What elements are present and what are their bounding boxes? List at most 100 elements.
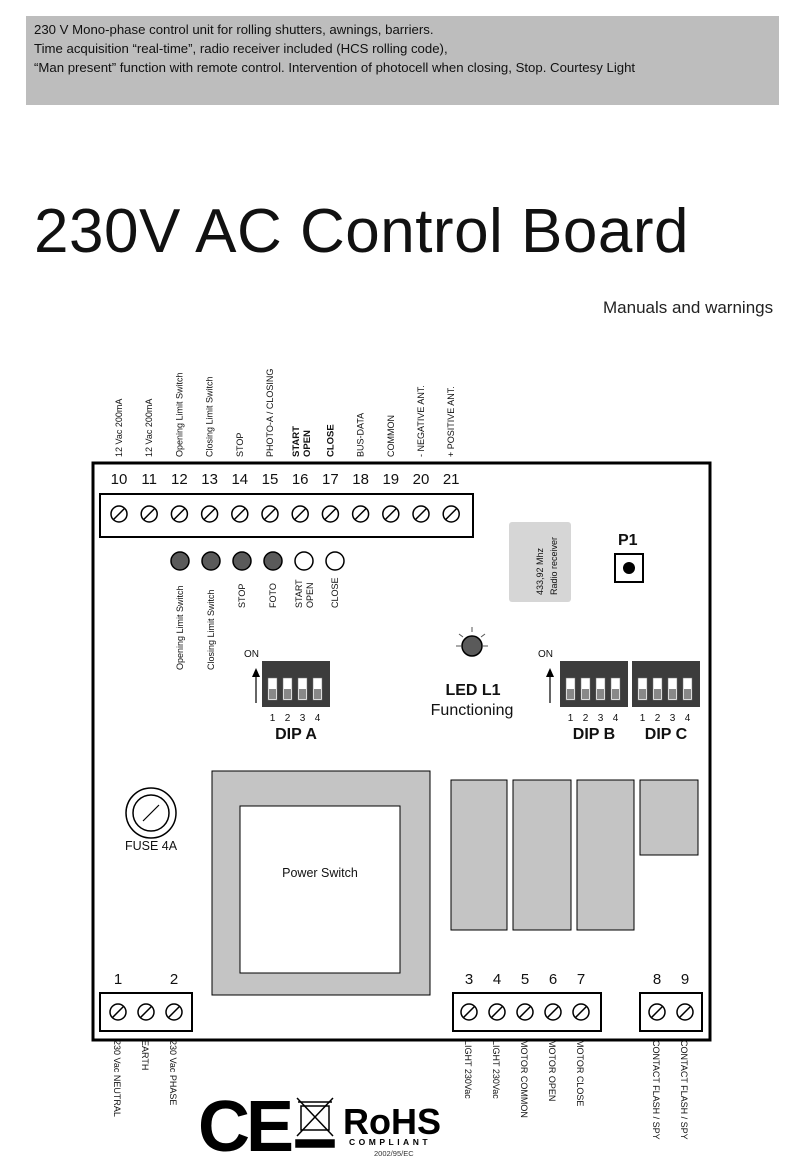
led-label: FOTO bbox=[268, 583, 278, 608]
terminal-number: 19 bbox=[382, 471, 399, 488]
terminal-number: 15 bbox=[262, 471, 279, 488]
header-line-3: “Man present” function with remote contr… bbox=[34, 60, 636, 75]
status-led bbox=[294, 551, 314, 571]
status-led bbox=[170, 551, 190, 571]
relay-4 bbox=[639, 779, 699, 856]
dip-toggle bbox=[639, 689, 646, 699]
terminal-label: Opening Limit Switch bbox=[174, 372, 184, 457]
terminal-number: 21 bbox=[443, 471, 460, 488]
status-led bbox=[201, 551, 221, 571]
dip-number: 4 bbox=[315, 713, 321, 724]
terminal-number: 18 bbox=[352, 471, 369, 488]
dip-number: 4 bbox=[613, 713, 619, 724]
bottom-terminal-number: 4 bbox=[493, 971, 501, 988]
power-switch-label: Power Switch bbox=[282, 866, 358, 880]
dip-toggle bbox=[284, 689, 291, 699]
dip-toggle bbox=[582, 689, 589, 699]
relays bbox=[450, 779, 699, 931]
page-subtitle: Manuals and warnings bbox=[603, 298, 774, 317]
bottom-terminal-label: LIGHT 230Vac bbox=[491, 1040, 501, 1099]
bottom-terminal-screw bbox=[676, 1003, 694, 1021]
bottom-terminal-number: 3 bbox=[465, 971, 473, 988]
radio-frequency: 433,92 Mhz bbox=[535, 547, 545, 595]
terminal-screw bbox=[140, 505, 158, 523]
relay-3 bbox=[576, 779, 635, 931]
terminal-screw bbox=[412, 505, 430, 523]
terminal-screw bbox=[261, 505, 279, 523]
terminal-screw bbox=[110, 505, 128, 523]
terminal-label: 12 Vac 200mA bbox=[114, 399, 124, 457]
bottom-terminal-screw bbox=[572, 1003, 590, 1021]
rohs-compliant: COMPLIANT bbox=[349, 1137, 431, 1147]
led-label: Closing Limit Switch bbox=[206, 589, 216, 670]
terminal-screw bbox=[351, 505, 370, 523]
dip-on-label: ON bbox=[244, 649, 259, 660]
terminal-label-2: OPEN bbox=[302, 430, 313, 457]
p1-label: P1 bbox=[618, 532, 638, 549]
terminal-number: 12 bbox=[171, 471, 188, 488]
bottom-terminal-number: 5 bbox=[521, 971, 529, 988]
terminal-screw bbox=[382, 505, 400, 523]
bottom-terminal-number: 8 bbox=[653, 971, 661, 988]
radio-receiver bbox=[509, 522, 571, 602]
radio-label: Radio receiver bbox=[549, 537, 559, 595]
led-label: START bbox=[294, 579, 304, 608]
terminal-label: BUS-DATA bbox=[356, 413, 366, 457]
terminal-label: START bbox=[291, 426, 302, 457]
bottom-terminal-label: CONTACT FLASH / SPY bbox=[679, 1040, 689, 1140]
bottom-terminal-screw bbox=[460, 1003, 478, 1021]
dip-name: DIP A bbox=[275, 726, 317, 743]
p1-button-knob bbox=[623, 562, 635, 574]
ce-logo: CE bbox=[198, 1087, 296, 1167]
dip-name: DIP C bbox=[645, 726, 688, 743]
status-led bbox=[263, 551, 283, 571]
ce-mark: CE bbox=[198, 1087, 292, 1167]
status-led bbox=[325, 551, 345, 571]
fuse-label: FUSE 4A bbox=[125, 839, 178, 853]
header-banner: 230 V Mono-phase control unit for rollin… bbox=[26, 16, 779, 105]
dip-number: 3 bbox=[598, 713, 604, 724]
terminal-screw bbox=[442, 505, 460, 523]
terminal-label: PHOTO-A / CLOSING bbox=[265, 369, 275, 457]
relay-2 bbox=[512, 779, 572, 931]
bottom-terminal-number: 6 bbox=[549, 971, 557, 988]
page-title: 230V AC Control Board bbox=[34, 197, 689, 266]
top-terminal-block bbox=[99, 493, 474, 538]
dip-number: 3 bbox=[300, 713, 306, 724]
led-l1 bbox=[461, 635, 483, 657]
dip-toggle bbox=[669, 689, 676, 699]
bottom-terminal-label: EARTH bbox=[140, 1040, 150, 1070]
bottom-terminal-number: 9 bbox=[681, 971, 689, 988]
dip-toggle bbox=[269, 689, 276, 699]
bottom-terminal-label: LIGHT 230Vac bbox=[463, 1040, 473, 1099]
terminal-label: COMMON bbox=[386, 415, 396, 457]
bottom-terminal-number: 2 bbox=[170, 971, 178, 988]
dip-on-label: ON bbox=[538, 649, 553, 660]
dip-toggle bbox=[684, 689, 691, 699]
terminal-number: 13 bbox=[201, 471, 218, 488]
bottom-terminal-screw bbox=[109, 1003, 127, 1021]
led-label: CLOSE bbox=[330, 577, 340, 608]
bottom-terminal-label: 230 Vac PHASE bbox=[168, 1040, 178, 1105]
terminal-label: - NEGATIVE ANT. bbox=[416, 385, 426, 457]
dip-name: DIP B bbox=[573, 726, 615, 743]
terminal-screw bbox=[170, 505, 189, 523]
bottom-terminal-screw bbox=[137, 1003, 155, 1021]
terminal-label: STOP bbox=[235, 433, 245, 457]
dip-toggle bbox=[654, 689, 661, 699]
terminal-screw bbox=[291, 505, 309, 523]
dip-number: 3 bbox=[670, 713, 676, 724]
rohs-logo: RoHS COMPLIANT 2002/95/EC bbox=[343, 1101, 441, 1158]
led-l1-title: LED L1 bbox=[445, 682, 500, 699]
dip-toggle bbox=[299, 689, 306, 699]
dip-number: 1 bbox=[640, 713, 646, 724]
status-led bbox=[232, 551, 252, 571]
header-line-2: Time acquisition “real-time”, radio rece… bbox=[34, 41, 448, 56]
rohs-directive: 2002/95/EC bbox=[374, 1149, 414, 1158]
